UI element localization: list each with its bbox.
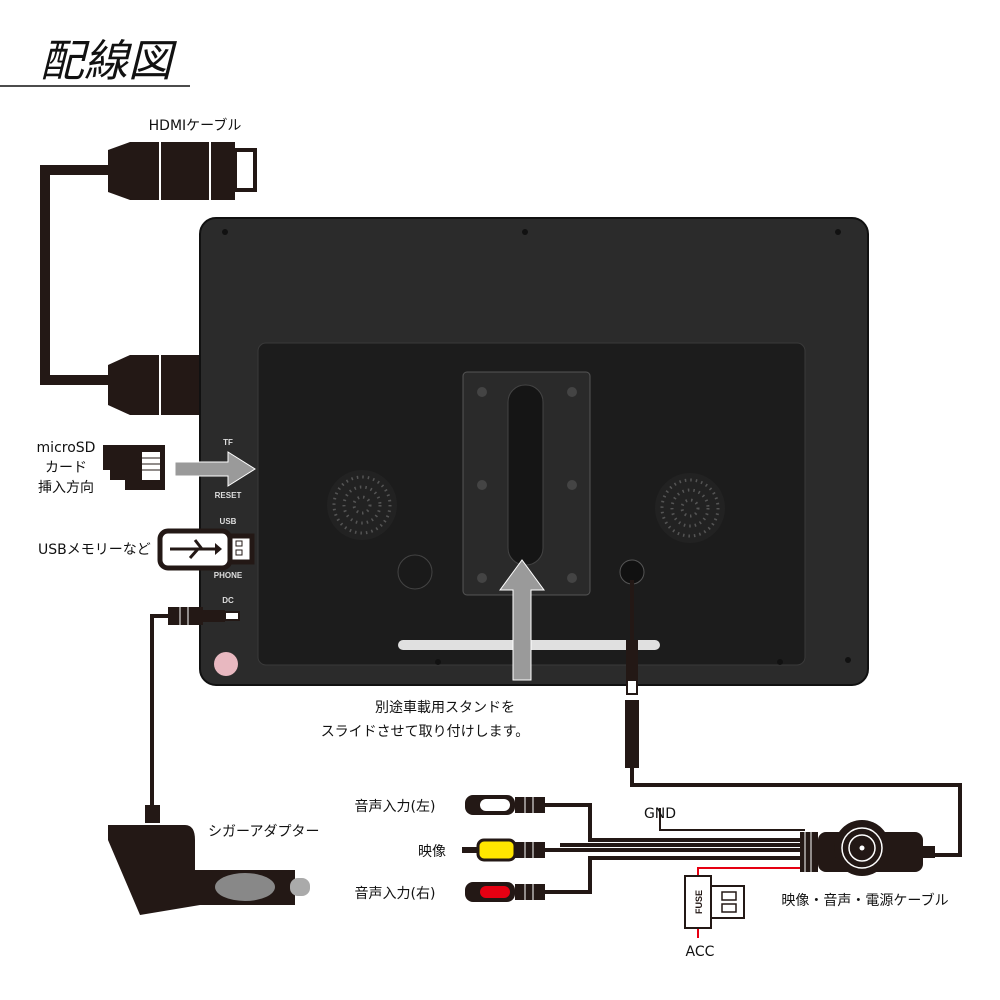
main-cable-label: 映像・音声・電源ケーブル	[781, 892, 948, 909]
round-hole	[397, 554, 433, 590]
port-dc-label: DC	[222, 596, 234, 605]
gnd-label: GND	[644, 806, 676, 822]
main-cable	[625, 580, 962, 857]
hdmi-label: HDMIケーブル	[149, 117, 242, 134]
cigar-label: シガーアダプター	[208, 824, 319, 840]
microsd-label-3: 挿入方向	[38, 480, 94, 496]
fuse-label: FUSE	[694, 890, 704, 914]
speaker-right	[655, 473, 725, 543]
page-title: 配線図	[40, 36, 177, 87]
cigar-adapter-icon	[108, 805, 310, 915]
speaker-left	[327, 470, 397, 540]
dc-cable	[150, 607, 240, 805]
main-connector-icon	[800, 820, 935, 876]
stand-note-1: 別途車載用スタンドを	[375, 699, 515, 716]
audio-left-label: 音声入力(左)	[355, 798, 436, 815]
video-label: 映像	[418, 844, 446, 860]
microsd-label-1: microSD	[37, 440, 96, 456]
usb-stick-icon	[157, 528, 255, 571]
rca-red-connector	[465, 882, 545, 902]
fuse-holder-icon: FUSE	[684, 875, 745, 929]
stand-bracket	[462, 371, 591, 596]
sticker	[214, 652, 238, 676]
rca-wires	[545, 803, 805, 894]
stand-note-2: スライドさせて取り付けします。	[321, 724, 530, 740]
audio-right-label: 音声入力(右)	[355, 885, 436, 902]
port-reset-label: RESET	[215, 491, 242, 500]
microsd-label-2: カード	[45, 460, 87, 476]
acc-label: ACC	[686, 944, 715, 960]
stand-arrow-icon	[499, 559, 545, 681]
port-phone-label: PHONE	[214, 571, 243, 580]
port-usb-label: USB	[220, 517, 237, 526]
monitor-back	[199, 217, 869, 686]
microsd-card-icon	[103, 445, 165, 490]
usb-label: USBメモリーなど	[38, 542, 151, 558]
insert-arrow-icon	[174, 451, 256, 487]
port-tf-label: TF	[223, 438, 233, 447]
hdmi-connector-top	[108, 142, 257, 200]
rca-yellow-connector	[462, 838, 545, 862]
rca-white-connector	[465, 795, 545, 815]
